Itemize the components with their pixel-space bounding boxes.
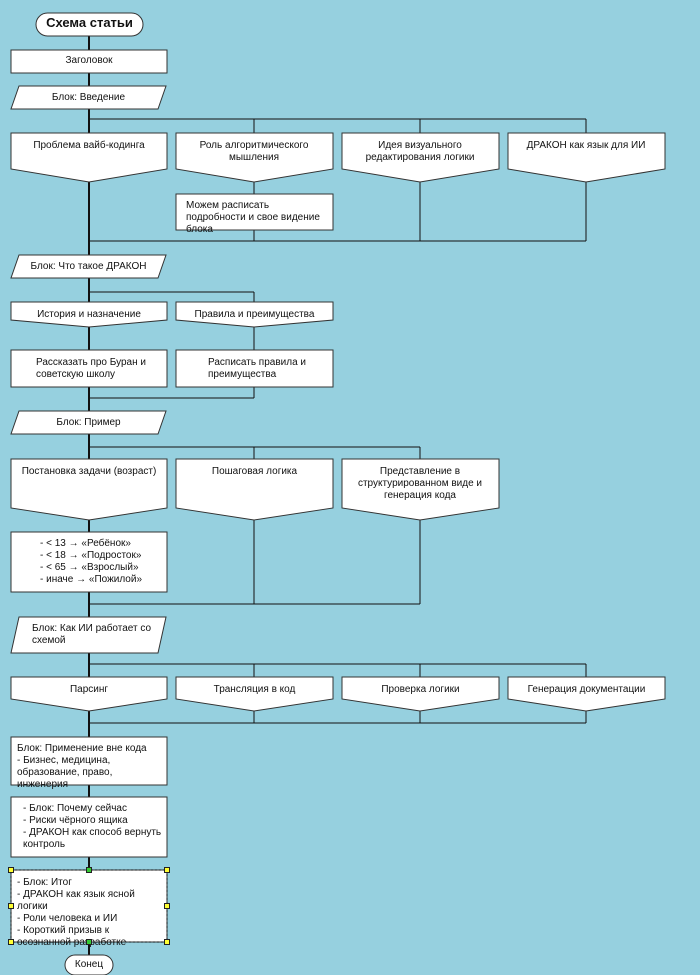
resize-handle-top-left[interactable] (8, 867, 14, 873)
intro-col-1[interactable] (10, 132, 168, 183)
ai-col-2[interactable] (175, 676, 334, 712)
example-rules-box[interactable] (10, 531, 168, 593)
drakon-col-1-text: История и назначение (37, 309, 141, 320)
ai-col-2-text: Трансляция в код (213, 684, 296, 695)
drakon-block-text: Блок: Что такое ДРАКОН (30, 261, 147, 272)
drakon-block-label[interactable] (10, 254, 167, 279)
end-terminator[interactable] (64, 954, 114, 975)
example-col-2[interactable] (175, 458, 334, 521)
drakon-col-1[interactable] (10, 301, 168, 328)
resize-handle-top-mid[interactable] (86, 867, 92, 873)
resize-handle-mid-left[interactable] (8, 903, 14, 909)
ai-col-3-text: Проверка логики (381, 684, 460, 695)
ai-col-1-text: Парсинг (69, 684, 109, 695)
ai-col-3[interactable] (341, 676, 500, 712)
diagram-title: Схема статьи (46, 15, 133, 30)
header-label: Заголовок (65, 55, 113, 66)
apply-block-text: Блок: Применение вне кода - Бизнес, меди… (17, 743, 147, 790)
drakon-col-2[interactable] (175, 301, 334, 328)
intro-col-2-text: Роль алгоритмического мышления (199, 140, 309, 163)
example-col-2-text: Пошаговая логика (211, 466, 298, 477)
start-terminator[interactable] (35, 12, 144, 37)
drakon-col-2-text: Правила и преимущества (194, 309, 315, 320)
drakon-detail-2-text: Расписать правила и преимущества (208, 357, 307, 380)
header-box[interactable] (10, 49, 168, 74)
ai-block-text: Блок: Как ИИ работает со схемой (32, 623, 152, 646)
intro-detail-box[interactable] (175, 193, 334, 231)
intro-col-3-text: Идея визуального редактирования логики (365, 140, 475, 163)
apply-block[interactable] (10, 736, 168, 786)
summary-block[interactable] (10, 869, 168, 943)
intro-col-4-text: ДРАКОН как язык для ИИ (526, 140, 646, 151)
intro-col-1-text: Проблема вайб-кодинга (33, 140, 145, 151)
intro-col-3[interactable] (341, 132, 500, 183)
why-block[interactable] (10, 796, 168, 858)
intro-block-text: Блок: Введение (51, 92, 126, 103)
example-block-label[interactable] (10, 410, 167, 435)
example-block-text: Блок: Пример (56, 417, 121, 428)
example-col-3-text: Представление в структурированном виде и… (357, 466, 483, 501)
ai-col-4[interactable] (507, 676, 666, 712)
resize-handle-mid-right[interactable] (164, 903, 170, 909)
resize-handle-bottom-mid[interactable] (86, 939, 92, 945)
resize-handle-bottom-left[interactable] (8, 939, 14, 945)
example-col-1-text: Постановка задачи (возраст) (21, 466, 157, 477)
intro-detail-text: Можем расписать подробности и свое виден… (186, 200, 320, 235)
resize-handle-top-right[interactable] (164, 867, 170, 873)
summary-block-text: - Блок: Итог - ДРАКОН как язык ясной лог… (17, 877, 135, 948)
intro-col-4[interactable] (507, 132, 666, 183)
ai-col-1[interactable] (10, 676, 168, 712)
example-rules-text: - < 13 → «Ребёнок» - < 18 → «Подросток» … (40, 538, 143, 585)
drakon-detail-1-text: Рассказать про Буран и советскую школу (36, 357, 146, 380)
resize-handle-bottom-right[interactable] (164, 939, 170, 945)
ai-col-4-text: Генерация документации (527, 684, 646, 695)
intro-block-label[interactable] (10, 85, 167, 110)
example-col-3[interactable] (341, 458, 500, 521)
drakon-detail-1[interactable] (10, 349, 168, 388)
ai-block-label[interactable] (10, 616, 167, 654)
end-label: Конец (74, 959, 104, 970)
drakon-detail-2[interactable] (175, 349, 334, 388)
why-block-text: - Блок: Почему сейчас - Риски чёрного ящ… (23, 803, 162, 850)
intro-col-2[interactable] (175, 132, 334, 183)
example-col-1[interactable] (10, 458, 168, 521)
